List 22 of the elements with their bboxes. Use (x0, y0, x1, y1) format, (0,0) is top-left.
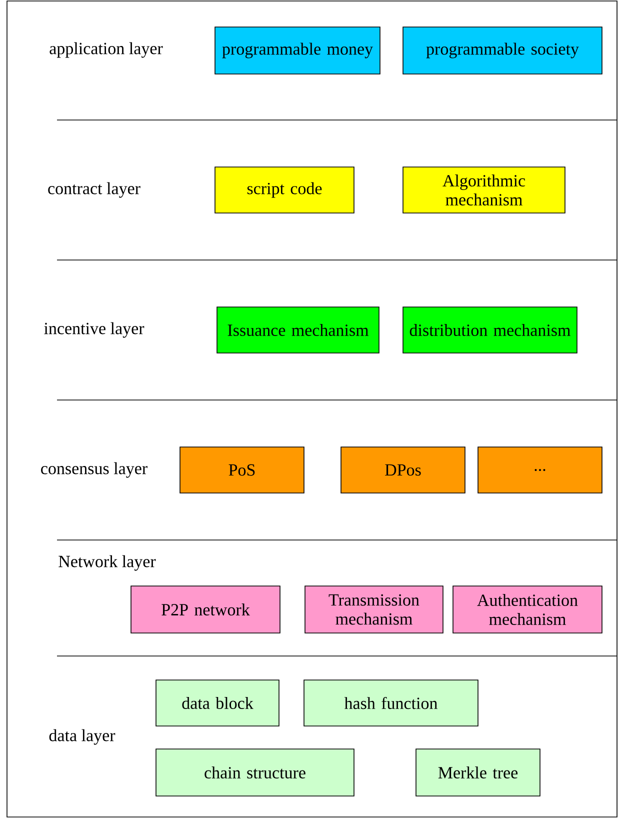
layer-label: contract layer (48, 182, 140, 198)
layer-component-box: P2P network (130, 586, 280, 634)
layer-component-box: Authentication mechanism (452, 586, 602, 634)
layer-component-box: Algorithmic mechanism (402, 166, 566, 214)
layer-component-box: programmable society (402, 26, 602, 74)
layer-component-box: hash function (304, 680, 478, 726)
layer-component-box: DPos (340, 446, 466, 494)
layer-label: Network layer (58, 555, 156, 571)
layer-component-box: PoS (180, 446, 304, 494)
layer-component-box: programmable money (214, 26, 380, 74)
layer-component-box: distribution mechanism (402, 306, 578, 354)
layer-component-box: script code (214, 166, 354, 214)
layer-component-box: Merkle tree (416, 748, 540, 796)
layer-component-box: Issuance mechanism (216, 306, 380, 354)
layer-component-box: Transmission mechanism (304, 586, 444, 634)
layer-label: consensus layer (41, 462, 148, 478)
layer-component-box: chain structure (156, 748, 354, 796)
layer-label: incentive layer (44, 322, 144, 338)
layer-label: application layer (50, 42, 163, 58)
layer-component-box: ... (478, 446, 602, 494)
layer-component-box: data block (156, 680, 280, 726)
layer-label: data layer (49, 729, 116, 745)
